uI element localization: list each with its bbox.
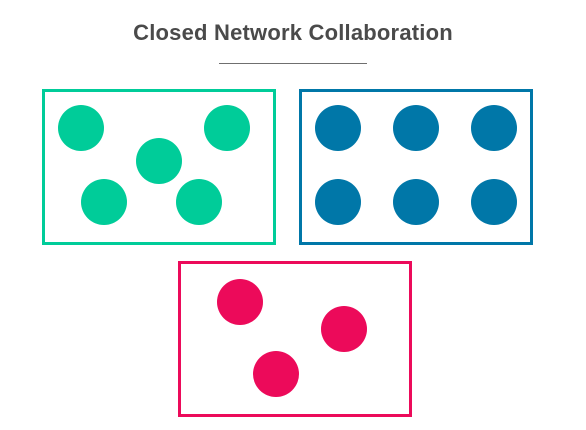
diagram-title: Closed Network Collaboration [133,20,453,45]
blue-network-box [299,89,533,245]
green-network-member-node-5 [176,179,222,225]
blue-network-member-node-5 [393,179,439,225]
pink-network-member-node-2 [321,306,367,352]
blue-network-member-node-2 [393,105,439,151]
blue-network-member-node-4 [315,179,361,225]
green-network-member-node-4 [81,179,127,225]
green-network-member-node-3 [204,105,250,151]
blue-network-member-node-6 [471,179,517,225]
green-network-member-node-2 [136,138,182,184]
green-network-member-node-1 [58,105,104,151]
blue-network-member-node-1 [315,105,361,151]
title-underline [219,63,367,64]
pink-network-box [178,261,412,417]
pink-network-member-node-1 [217,279,263,325]
blue-network-member-node-3 [471,105,517,151]
pink-network-member-node-3 [253,351,299,397]
green-network-box [42,89,276,245]
